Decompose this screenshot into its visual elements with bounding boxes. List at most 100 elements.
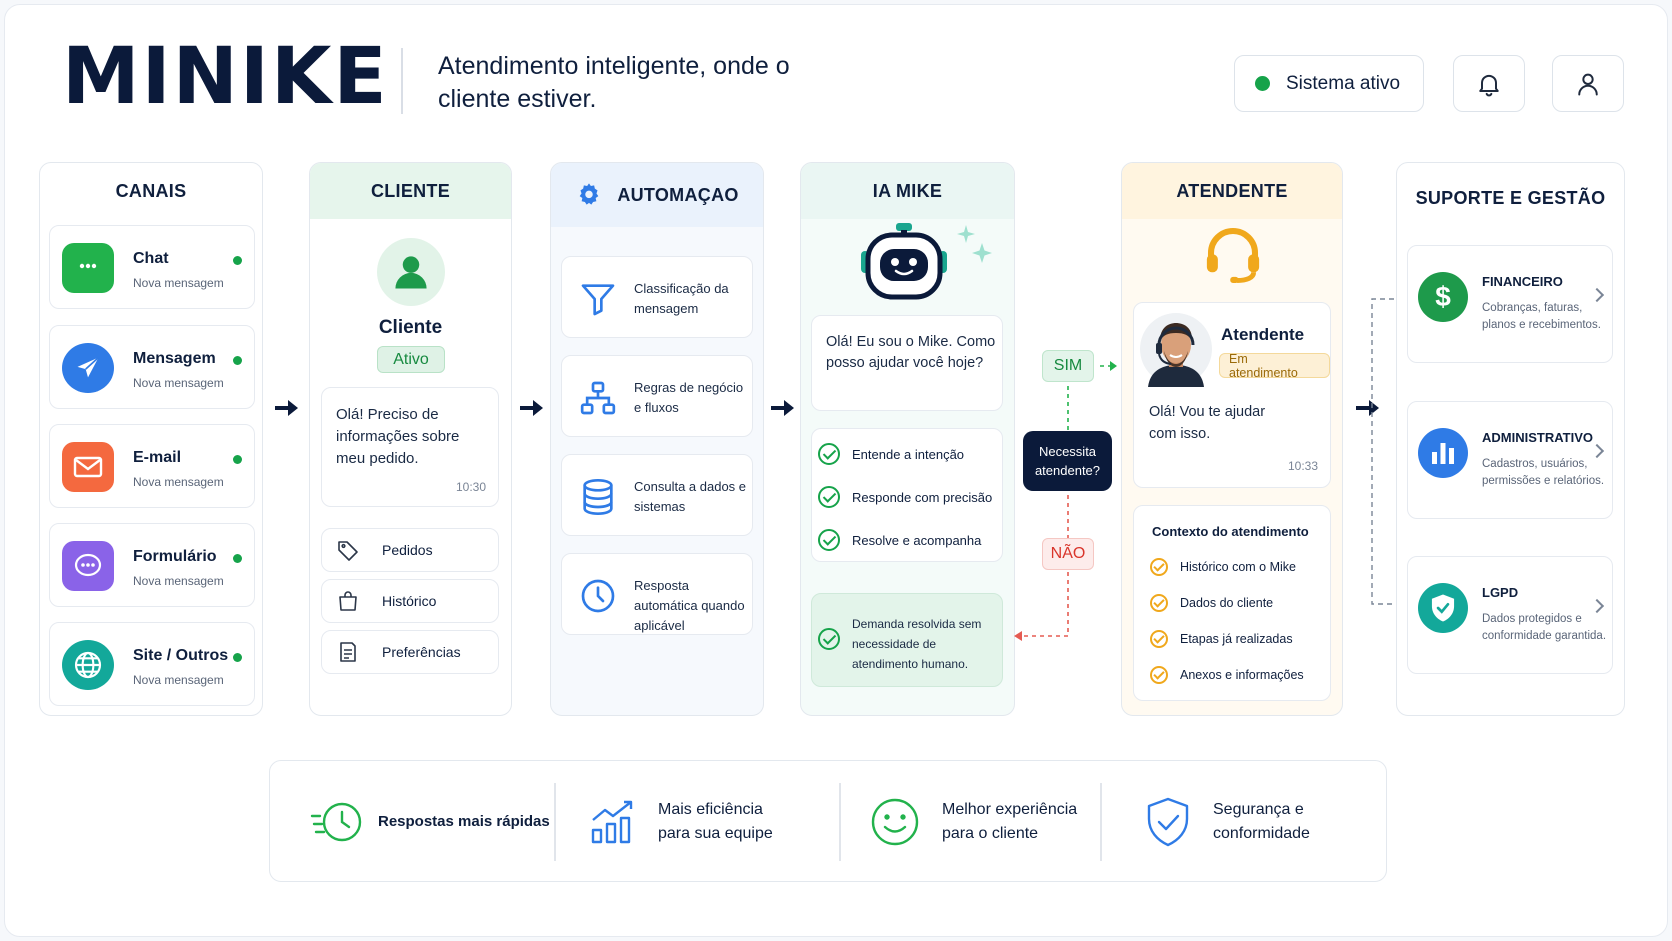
benefit-label: Segurança e conformidade	[1213, 798, 1333, 846]
client-message: Olá! Preciso de informações sobre meu pe…	[336, 404, 486, 470]
ai-capability: Resolve e acompanha	[818, 529, 981, 551]
online-dot	[233, 356, 242, 365]
channel-chat[interactable]: Chat Nova mensagem	[49, 225, 255, 309]
automation-step-data: Consulta a dados e sistemas	[561, 454, 753, 536]
channel-email[interactable]: E-mail Nova mensagem	[49, 424, 255, 508]
automation-column: AUTOMAÇAO Classificação da mensagem Regr…	[550, 162, 764, 716]
tagline: Atendimento inteligente, onde o cliente …	[438, 50, 838, 116]
sparkle-icon	[956, 225, 994, 265]
profile-button[interactable]	[1552, 55, 1624, 112]
channel-sub: Nova mensagem	[133, 673, 224, 687]
benefit-experience: Melhor experiência para o cliente	[870, 761, 1092, 883]
channels-title: CANAIS	[40, 163, 262, 219]
check-icon	[1150, 558, 1168, 576]
context-item: Histórico com o Mike	[1150, 558, 1296, 576]
support-administrative[interactable]: ADMINISTRATIVO Cadastros, usuários, perm…	[1407, 401, 1613, 519]
channel-label: Chat	[133, 250, 169, 268]
bar-chart-icon	[1418, 428, 1468, 478]
online-dot	[233, 256, 242, 265]
ai-column: IA MIKE Olá! Eu sou o Mike. Como posso a…	[800, 162, 1015, 716]
chat-icon	[62, 243, 114, 293]
automation-step-label: Resposta automática quando aplicável	[634, 576, 752, 636]
smile-icon	[870, 797, 920, 847]
agent-context-title: Contexto do atendimento	[1152, 524, 1309, 539]
mail-icon	[62, 442, 114, 492]
context-item: Anexos e informações	[1150, 666, 1304, 684]
online-dot	[233, 554, 242, 563]
agent-message-time: 10:33	[1288, 459, 1318, 473]
decision-no-label: NÃO	[1042, 538, 1094, 570]
check-icon	[1150, 630, 1168, 648]
shield-icon	[1418, 583, 1468, 633]
status-dot	[1255, 76, 1270, 91]
channel-sub: Nova mensagem	[133, 475, 224, 489]
automation-header: AUTOMAÇAO	[551, 163, 763, 227]
bell-icon	[1475, 70, 1503, 98]
channel-label: Formulário	[133, 548, 217, 566]
gear-icon	[575, 181, 603, 209]
client-link-label: Histórico	[382, 593, 436, 609]
notifications-button[interactable]	[1453, 55, 1525, 112]
shield-check-icon	[1145, 796, 1191, 848]
channel-message[interactable]: Mensagem Nova mensagem	[49, 325, 255, 409]
channel-site[interactable]: Site / Outros Nova mensagem	[49, 622, 255, 706]
system-status[interactable]: Sistema ativo	[1234, 55, 1424, 112]
client-avatar	[377, 238, 445, 306]
channel-label: Mensagem	[133, 350, 216, 368]
client-link-history[interactable]: Histórico	[321, 579, 499, 623]
clock-icon	[578, 576, 618, 616]
person-icon	[389, 250, 433, 294]
check-icon	[818, 486, 840, 508]
user-icon	[1574, 70, 1602, 98]
benefit-security: Segurança e conformidade	[1145, 761, 1333, 883]
form-icon	[62, 541, 114, 591]
check-icon	[818, 628, 840, 650]
agent-message: Olá! Vou te ajudar com isso.	[1149, 401, 1279, 445]
support-item-title: LGPD	[1482, 585, 1518, 600]
channel-sub: Nova mensagem	[133, 574, 224, 588]
client-link-label: Preferências	[382, 644, 461, 660]
document-icon	[336, 640, 360, 664]
ai-resolved-text: Demanda resolvida sem necessidade de ate…	[852, 614, 1000, 674]
client-message-bubble: Olá! Preciso de informações sobre meu pe…	[321, 387, 499, 507]
support-item-desc: Dados protegidos e conformidade garantid…	[1482, 611, 1612, 645]
client-link-orders[interactable]: Pedidos	[321, 528, 499, 572]
ai-greeting: Olá! Eu sou o Mike. Como posso ajudar vo…	[826, 332, 996, 374]
header-divider	[401, 48, 403, 114]
channel-sub: Nova mensagem	[133, 376, 224, 390]
robot-icon	[856, 221, 956, 311]
benefit-divider	[1100, 783, 1102, 861]
growth-chart-icon	[590, 798, 636, 846]
agent-context-card: Contexto do atendimento Histórico com o …	[1133, 505, 1331, 701]
bag-icon	[336, 589, 360, 613]
client-title: CLIENTE	[310, 163, 511, 219]
check-icon	[818, 529, 840, 551]
ai-capability: Responde com precisão	[818, 486, 992, 508]
agent-title: ATENDENTE	[1122, 163, 1342, 219]
client-link-label: Pedidos	[382, 542, 433, 558]
support-lgpd[interactable]: LGPD Dados protegidos e conformidade gar…	[1407, 556, 1613, 674]
automation-title: AUTOMAÇAO	[617, 185, 738, 206]
send-icon	[62, 343, 114, 393]
client-message-time: 10:30	[456, 480, 486, 494]
client-link-preferences[interactable]: Preferências	[321, 630, 499, 674]
client-column: CLIENTE Cliente Ativo Olá! Preciso de in…	[309, 162, 512, 716]
ai-capability-label: Responde com precisão	[852, 490, 992, 505]
check-icon	[1150, 594, 1168, 612]
benefit-divider	[839, 783, 841, 861]
channel-form[interactable]: Formulário Nova mensagem	[49, 523, 255, 607]
ai-capability-label: Entende a intenção	[852, 447, 964, 462]
flow-icon	[578, 378, 618, 418]
support-financial[interactable]: $ FINANCEIRO Cobranças, faturas, planos …	[1407, 245, 1613, 363]
automation-step-rules: Regras de negócio e fluxos	[561, 355, 753, 437]
benefit-label: Respostas mais rápidas	[378, 810, 550, 834]
support-column: SUPORTE E GESTÃO $ FINANCEIRO Cobranças,…	[1396, 162, 1625, 716]
agent-name: Atendente	[1221, 325, 1304, 345]
support-item-desc: Cobranças, faturas, planos e recebimento…	[1482, 300, 1612, 334]
online-dot	[233, 455, 242, 464]
fast-clock-icon	[310, 798, 366, 846]
automation-step-label: Regras de negócio e fluxos	[634, 378, 752, 418]
ai-resolved-card: Demanda resolvida sem necessidade de ate…	[811, 593, 1003, 687]
automation-step-classification: Classificação da mensagem	[561, 256, 753, 338]
database-icon	[578, 477, 618, 517]
